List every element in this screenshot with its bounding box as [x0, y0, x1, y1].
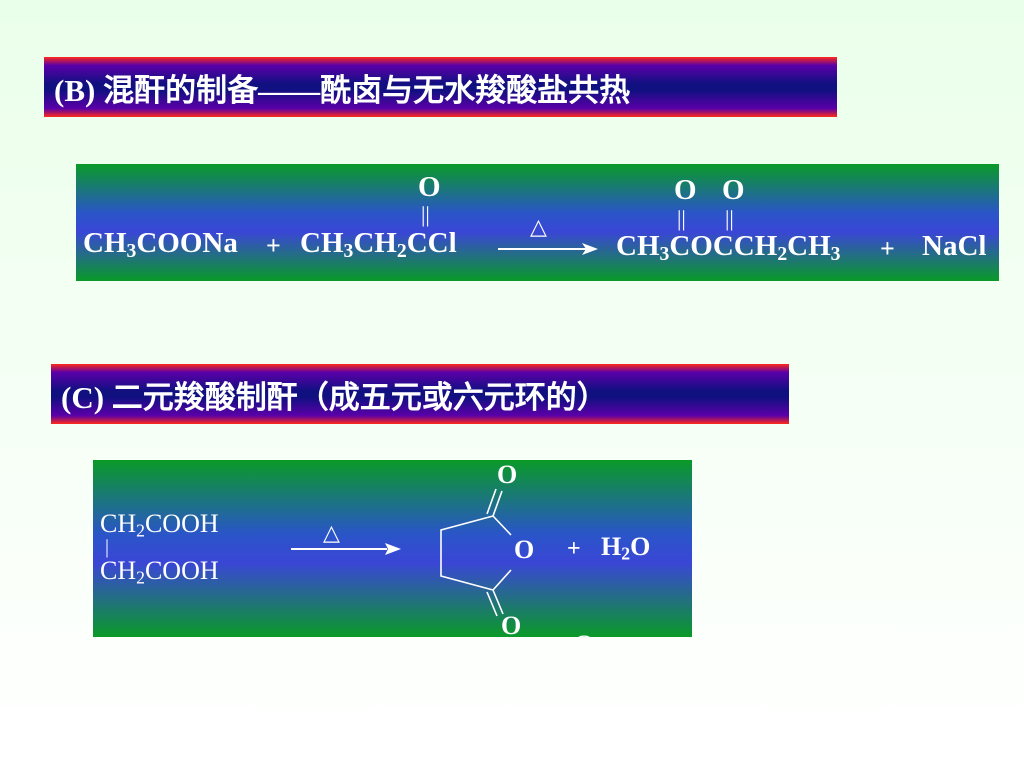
- carbonyl-oxygen: O: [418, 171, 441, 203]
- heat-symbol-c: △: [323, 520, 340, 545]
- product-oxygen-1: O: [674, 174, 697, 206]
- succinic-anhydride-ring: [440, 488, 512, 617]
- cut-oxygen-glyph: O: [574, 630, 604, 637]
- product-double-bond-1: ||: [677, 206, 686, 231]
- reaction-b-panel: CH3COONa + CH3CH2CCl O || △ O O || || CH…: [76, 164, 999, 281]
- ring-carbonyl-oxygen-bottom: O: [501, 611, 522, 640]
- reaction-arrow: [498, 243, 598, 255]
- product-mixed-anhydride: CH3COCCH2CH3: [616, 230, 841, 265]
- double-bond: ||: [421, 202, 430, 227]
- byproduct-nacl: NaCl: [922, 230, 987, 262]
- product-oxygen-2: O: [722, 174, 745, 206]
- ring-oxygen: O: [514, 535, 535, 564]
- ring-carbonyl-oxygen-top: O: [497, 460, 518, 489]
- plus-sign-c: +: [567, 536, 581, 562]
- plus-sign-1: +: [266, 231, 281, 260]
- reaction-c-panel: CH2COOH | CH2COOH △ O O O + H2O: [93, 460, 692, 640]
- heat-symbol: △: [530, 214, 547, 239]
- section-b-heading: (B) 混酐的制备——酰卤与无水羧酸盐共热: [44, 57, 837, 117]
- succinic-acid-line-2: CH2COOH: [100, 556, 219, 588]
- section-c-heading: (C) 二元羧酸制酐（成五元或六元环的）: [51, 364, 789, 424]
- section-c-heading-text: (C) 二元羧酸制酐（成五元或六元环的）: [61, 379, 608, 415]
- reaction-arrow-c: [291, 543, 401, 555]
- single-bond: |: [105, 536, 110, 558]
- section-b-heading-text: (B) 混酐的制备——酰卤与无水羧酸盐共热: [54, 72, 631, 108]
- product-double-bond-2: ||: [725, 206, 734, 231]
- reactant-sodium-acetate: CH3COONa: [83, 227, 238, 262]
- water: H2O: [601, 532, 651, 564]
- reactant-propionyl-chloride: CH3CH2CCl: [300, 227, 457, 262]
- plus-sign-2: +: [880, 234, 895, 263]
- succinic-acid-line-1: CH2COOH: [100, 509, 219, 541]
